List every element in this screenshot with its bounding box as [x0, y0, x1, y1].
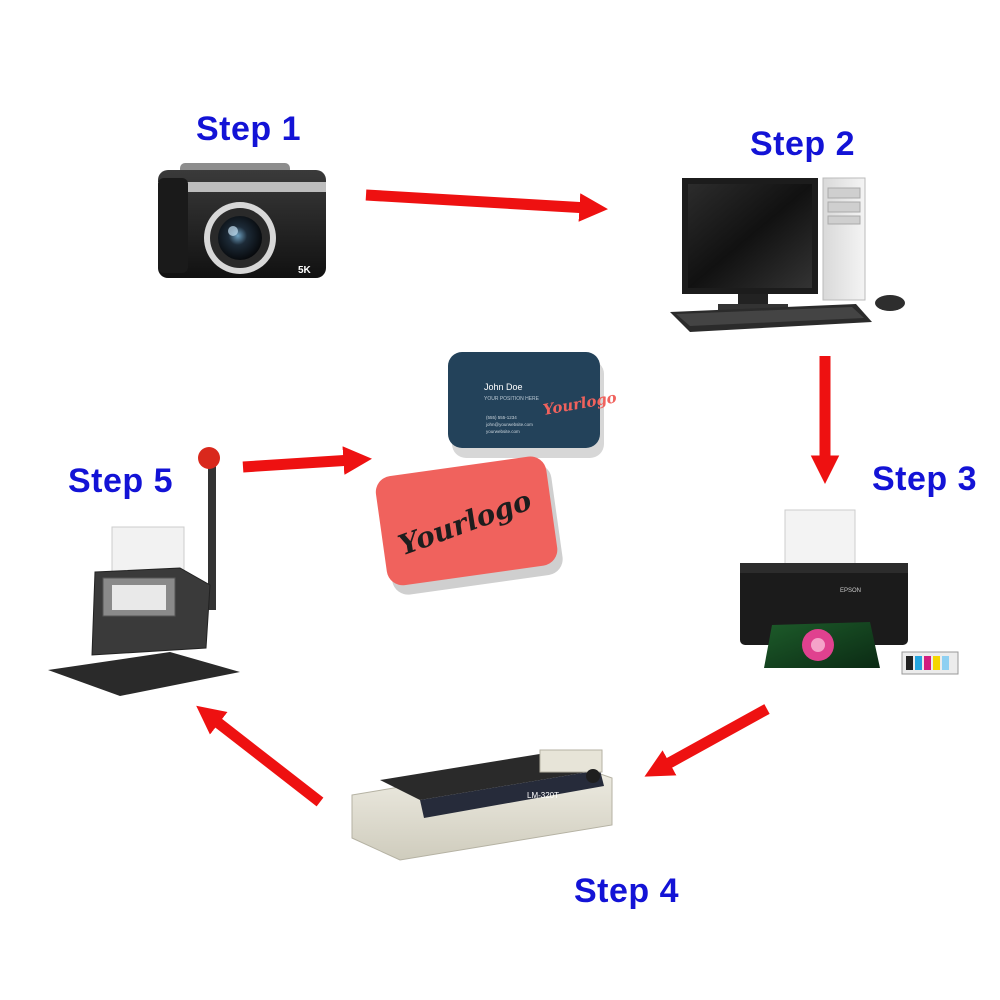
step-1-label: Step 1 [196, 110, 302, 148]
flow-arrows [196, 189, 840, 807]
laminator-icon: LM-320T [351, 749, 613, 861]
arrow-step3-to-step4 [644, 704, 770, 777]
arrow-step5-to-cards [242, 446, 372, 475]
camera-badge: 5K [298, 265, 312, 276]
printer-icon: EPSON [740, 509, 959, 675]
card-back-name: John Doe [484, 382, 523, 392]
step-5-label: Step 5 [68, 462, 174, 500]
arrow-step4-to-step5 [196, 705, 324, 807]
card-back-title: YOUR POSITION HERE [484, 396, 540, 402]
card-cutter-icon [48, 447, 240, 696]
business-card-stack-back: John Doe YOUR POSITION HERE (555) 555-12… [448, 352, 618, 458]
arrow-step1-to-step2 [365, 189, 608, 222]
printer-brand: EPSON [840, 588, 861, 594]
step-2-label: Step 2 [750, 125, 856, 163]
business-card-stack-front: Yourlogo [375, 456, 563, 595]
laminator-model: LM-320T [527, 791, 559, 800]
card-back-line-2: john@yourwebsite.com [485, 422, 533, 427]
step-3-label: Step 3 [872, 460, 978, 498]
computer-icon [670, 177, 905, 332]
card-back-line-1: (555) 555-1234 [486, 415, 517, 420]
camera-icon: 5K [158, 163, 326, 278]
step-4-label: Step 4 [574, 872, 680, 910]
card-back-line-3: yourwebsite.com [486, 429, 520, 434]
